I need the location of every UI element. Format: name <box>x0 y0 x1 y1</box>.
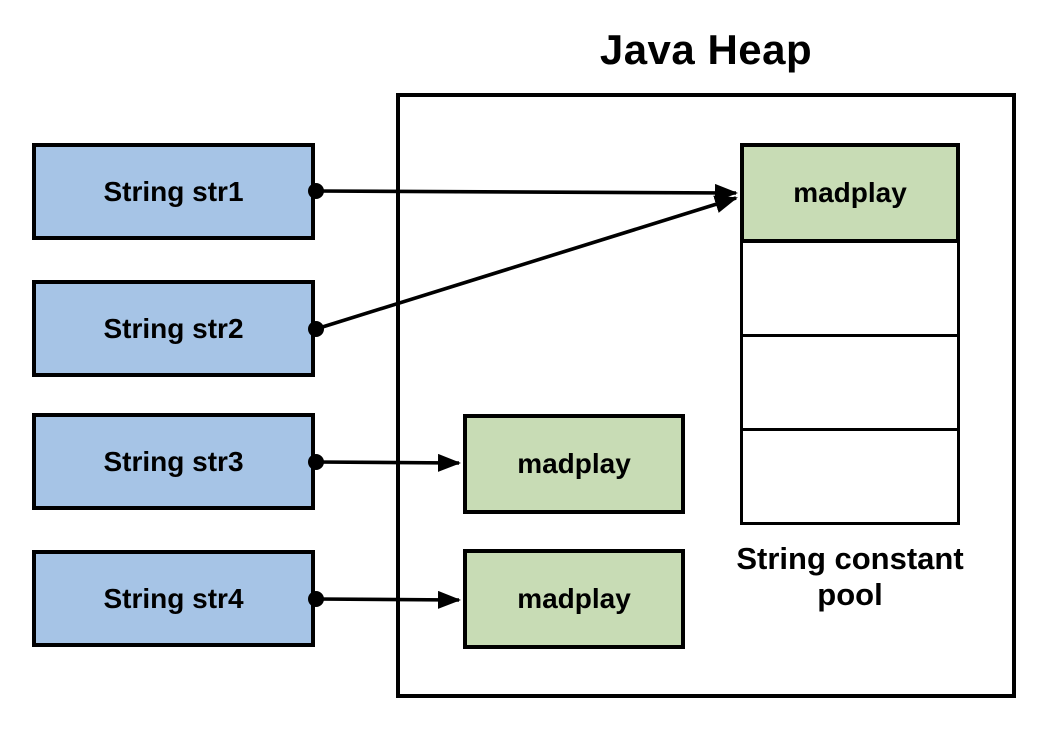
pool-cell-empty-2 <box>740 334 960 431</box>
heap-object-madplay-1-label: madplay <box>517 448 631 479</box>
string-constant-pool: madplay <box>740 143 960 525</box>
ref-label-str2: String str2 <box>103 312 244 344</box>
java-heap-region <box>396 93 1016 698</box>
string-constant-pool-label: String constant pool <box>736 541 964 612</box>
heap-object-madplay-2-label: madplay <box>517 583 631 614</box>
diagram-title: Java Heap <box>599 26 813 73</box>
pool-cell-madplay-label: madplay <box>793 177 907 208</box>
pool-cell-empty-3 <box>740 428 960 525</box>
ref-label-str4: String str4 <box>103 582 244 614</box>
ref-box-str1: String str1 <box>32 143 315 240</box>
ref-label-str3: String str3 <box>103 445 244 477</box>
ref-box-str2: String str2 <box>32 280 315 377</box>
ref-box-str3: String str3 <box>32 413 315 510</box>
heap-object-madplay-2: madplay <box>463 549 685 649</box>
heap-object-madplay-1: madplay <box>463 414 685 514</box>
pool-cell-madplay: madplay <box>740 143 960 243</box>
pool-cell-empty-1 <box>740 240 960 337</box>
ref-label-str1: String str1 <box>103 175 244 207</box>
ref-box-str4: String str4 <box>32 550 315 647</box>
